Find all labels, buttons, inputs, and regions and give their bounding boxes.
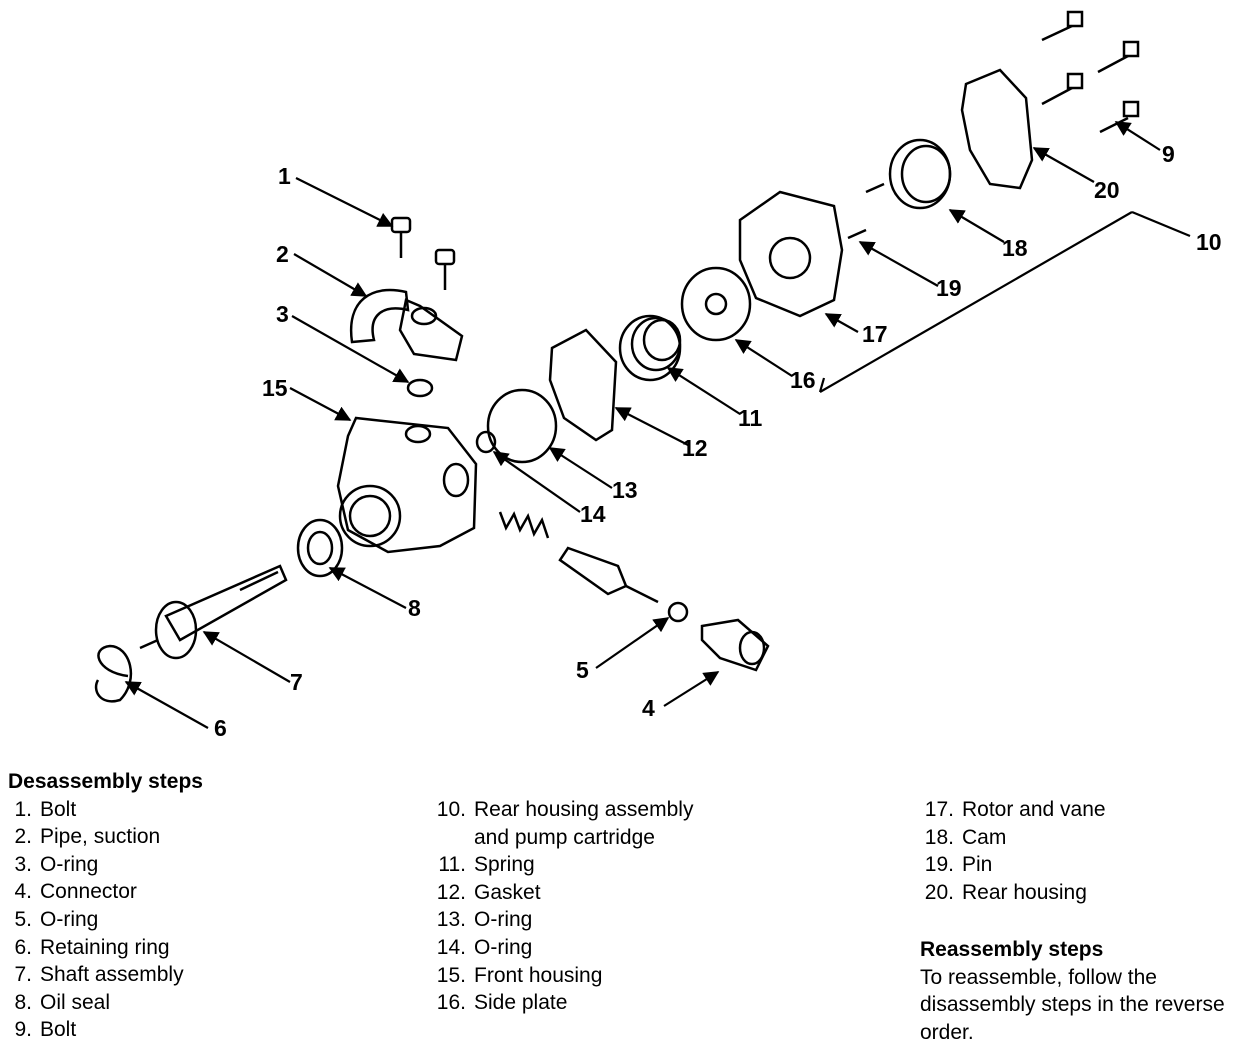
legend-item: 11.Spring bbox=[438, 853, 535, 877]
valve-spool-part bbox=[558, 546, 659, 604]
bolt-part bbox=[390, 216, 456, 290]
legend-item: 14.O-ring bbox=[436, 935, 533, 959]
legend-item: 16.Side plate bbox=[436, 991, 568, 1015]
legend-item: 20.Rear housing bbox=[924, 880, 1087, 904]
callout-8: 8 bbox=[408, 595, 421, 621]
gasket-part bbox=[548, 328, 618, 442]
exploded-diagram: 1 2 3 4 5 6 7 8 9 10 11 12 13 14 15 16 1… bbox=[94, 10, 1222, 741]
suction-pipe-part bbox=[349, 288, 464, 362]
front-housing-part bbox=[336, 416, 478, 554]
cam-part bbox=[888, 138, 952, 210]
callout-18: 18 bbox=[1002, 235, 1028, 261]
legend-item: 13.O-ring bbox=[436, 908, 533, 932]
legend-item: 5.O-ring bbox=[14, 907, 99, 931]
callout-19: 19 bbox=[936, 275, 962, 301]
pin-part bbox=[865, 182, 885, 194]
legend-item: 8.Oil seal bbox=[14, 990, 111, 1014]
callout-6: 6 bbox=[214, 715, 227, 741]
retaining-ring-part bbox=[94, 644, 133, 703]
legend-item: 15.Front housing bbox=[436, 963, 603, 987]
legend-item: 7.Shaft assembly bbox=[14, 963, 184, 987]
callout-13: 13 bbox=[612, 477, 638, 503]
legend-item: 2.Pipe, suction bbox=[14, 825, 161, 849]
callout-17: 17 bbox=[862, 321, 888, 347]
callout-20: 20 bbox=[1094, 177, 1120, 203]
shaft-part bbox=[139, 564, 288, 660]
reassembly-title: Reassembly steps bbox=[920, 938, 1104, 961]
legend-item: 4.Connector bbox=[14, 880, 137, 904]
legend-item: 12.Gasket bbox=[436, 880, 541, 904]
legend-item: 9.Bolt bbox=[14, 1018, 77, 1042]
rotor-part bbox=[738, 190, 844, 318]
legend-item: 6.Retaining ring bbox=[14, 935, 170, 959]
callout-14: 14 bbox=[580, 501, 606, 527]
callout-2: 2 bbox=[276, 241, 289, 267]
callout-4: 4 bbox=[642, 695, 655, 721]
legend-item: 18.Cam bbox=[924, 825, 1007, 849]
valve-spring-part bbox=[498, 511, 550, 539]
rear-bolts-part bbox=[1041, 10, 1140, 134]
o-ring-part bbox=[406, 378, 434, 398]
bracket-10 bbox=[819, 211, 1133, 393]
oil-seal-part bbox=[296, 518, 344, 578]
callout-7: 7 bbox=[290, 669, 303, 695]
reassembly-section: Reassembly steps To reassemble, follow t… bbox=[920, 936, 1240, 1046]
o-ring-14-part bbox=[475, 430, 497, 454]
legend-column-3: 17.Rotor and vane 18.Cam 19.Pin 20.Rear … bbox=[918, 796, 1238, 906]
o-ring-13-part bbox=[486, 388, 558, 464]
callout-11: 11 bbox=[738, 405, 763, 431]
disassembly-title: Desassembly steps bbox=[8, 770, 203, 793]
callout-12: 12 bbox=[682, 435, 708, 461]
rear-housing-part bbox=[960, 68, 1034, 190]
legend-item: 3.O-ring bbox=[14, 852, 99, 876]
legend-column-1: Desassembly steps 1.Bolt 2.Pipe, suction… bbox=[8, 768, 368, 1044]
callout-10: 10 bbox=[1196, 229, 1222, 255]
side-plate-part bbox=[680, 266, 752, 342]
callout-1: 1 bbox=[278, 163, 291, 189]
connector-part bbox=[700, 618, 770, 672]
callout-3: 3 bbox=[276, 301, 289, 327]
callout-15: 15 bbox=[262, 375, 288, 401]
legend-item: 19.Pin bbox=[924, 853, 993, 877]
o-ring-small-part bbox=[667, 601, 689, 623]
legend-item: 17.Rotor and vane bbox=[924, 798, 1106, 821]
spring-part bbox=[618, 314, 682, 382]
reassembly-text: To reassemble, follow the disassembly st… bbox=[920, 965, 1225, 1044]
callout-16: 16 bbox=[790, 367, 816, 393]
callout-5: 5 bbox=[576, 657, 589, 683]
legend-item: 1.Bolt bbox=[14, 797, 77, 821]
callout-9: 9 bbox=[1162, 141, 1175, 167]
